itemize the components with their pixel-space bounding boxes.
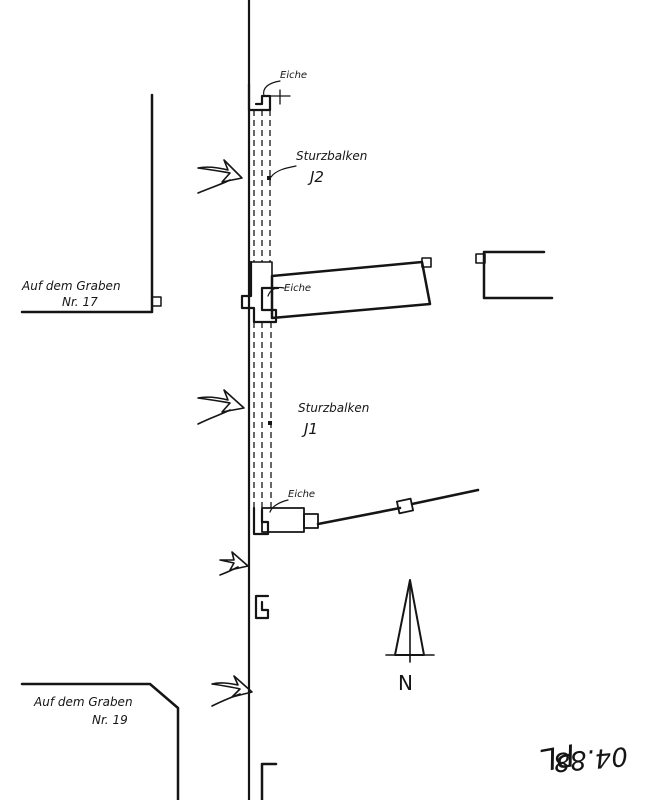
oak-middle-label: Eiche — [284, 283, 311, 294]
signature-date: 04.88 — [552, 740, 629, 776]
neighbor-bottom-outline — [20, 682, 180, 800]
oak-middle-leader — [267, 286, 285, 297]
neighbor-top-outline — [20, 93, 154, 314]
oak-post-middle-cap — [250, 261, 273, 289]
entrance-arrow-1 — [197, 159, 243, 194]
entrance-arrow-4 — [211, 675, 253, 707]
outline-arrow-icon-tail — [211, 693, 241, 707]
neighbor-top-street-label: Auf dem Graben — [21, 279, 121, 293]
oak-post-bottom-collar — [303, 513, 319, 529]
signature: PL 04.88 — [537, 736, 629, 777]
diagonal-wall-segment-1 — [316, 506, 402, 526]
entrance-arrow-2 — [197, 389, 245, 425]
outline-arrow-icon — [219, 551, 249, 571]
lintel-lower-label: Sturzbalken — [298, 401, 369, 415]
lintel-upper: Sturzbalken J2 — [253, 110, 367, 262]
signature-initials: PL — [537, 736, 577, 777]
north-label: N — [398, 671, 413, 695]
bottom-corner — [260, 762, 278, 800]
outline-arrow-icon — [197, 389, 245, 413]
neighbor-building-bottom: Auf dem Graben Nr. 19 — [20, 682, 180, 800]
lintel-lower-code: J1 — [301, 420, 318, 438]
neighbor-bottom-street-label: Auf dem Graben — [33, 695, 133, 709]
small-post-shape — [254, 594, 270, 620]
oak-post-bottom-shape — [252, 506, 270, 536]
right-building-outline — [482, 250, 554, 300]
beam-middle — [270, 257, 432, 320]
neighbor-top-post — [151, 296, 162, 307]
diagonal-wall-segment-2 — [410, 488, 480, 506]
lintel-upper-label: Sturzbalken — [296, 149, 367, 163]
outline-arrow-icon-tail — [197, 179, 231, 194]
neighbor-top-number-label: Nr. 17 — [62, 295, 98, 309]
north-arrow: N — [385, 579, 435, 695]
oak-post-middle: Eiche — [240, 260, 311, 324]
lintel-upper-code: J2 — [307, 168, 324, 186]
oak-post-top: Eiche — [247, 70, 307, 112]
oak-bottom-label: Eiche — [288, 489, 315, 500]
lintel-upper-marker — [267, 176, 271, 180]
lintel-lower-marker — [268, 421, 272, 425]
small-post — [254, 594, 270, 620]
oak-top-label: Eiche — [280, 70, 307, 81]
lintel-upper-leader — [270, 165, 297, 178]
oak-top-leader — [263, 80, 281, 97]
outline-arrow-icon-tail — [197, 409, 231, 425]
diagonal-wall-post — [396, 497, 414, 515]
outline-arrow-icon-tail — [219, 566, 239, 576]
diagonal-wall — [316, 488, 480, 526]
oak-post-top-shape — [247, 82, 272, 112]
neighbor-bottom-number-label: Nr. 19 — [92, 713, 128, 727]
beam-middle-outline — [270, 260, 432, 320]
oak-post-bottom: Eiche — [252, 489, 319, 536]
right-building — [475, 250, 554, 300]
outline-arrow-icon — [197, 159, 243, 183]
lintel-lower: Sturzbalken J1 — [253, 322, 369, 508]
outline-arrow-icon — [211, 675, 253, 698]
oak-bottom-leader — [269, 499, 289, 513]
bottom-corner-outline — [260, 762, 278, 800]
beam-middle-end-block — [421, 257, 432, 268]
right-building-post — [475, 253, 486, 264]
neighbor-building-top: Auf dem Graben Nr. 17 — [20, 93, 162, 314]
entrance-arrow-3 — [219, 551, 249, 576]
